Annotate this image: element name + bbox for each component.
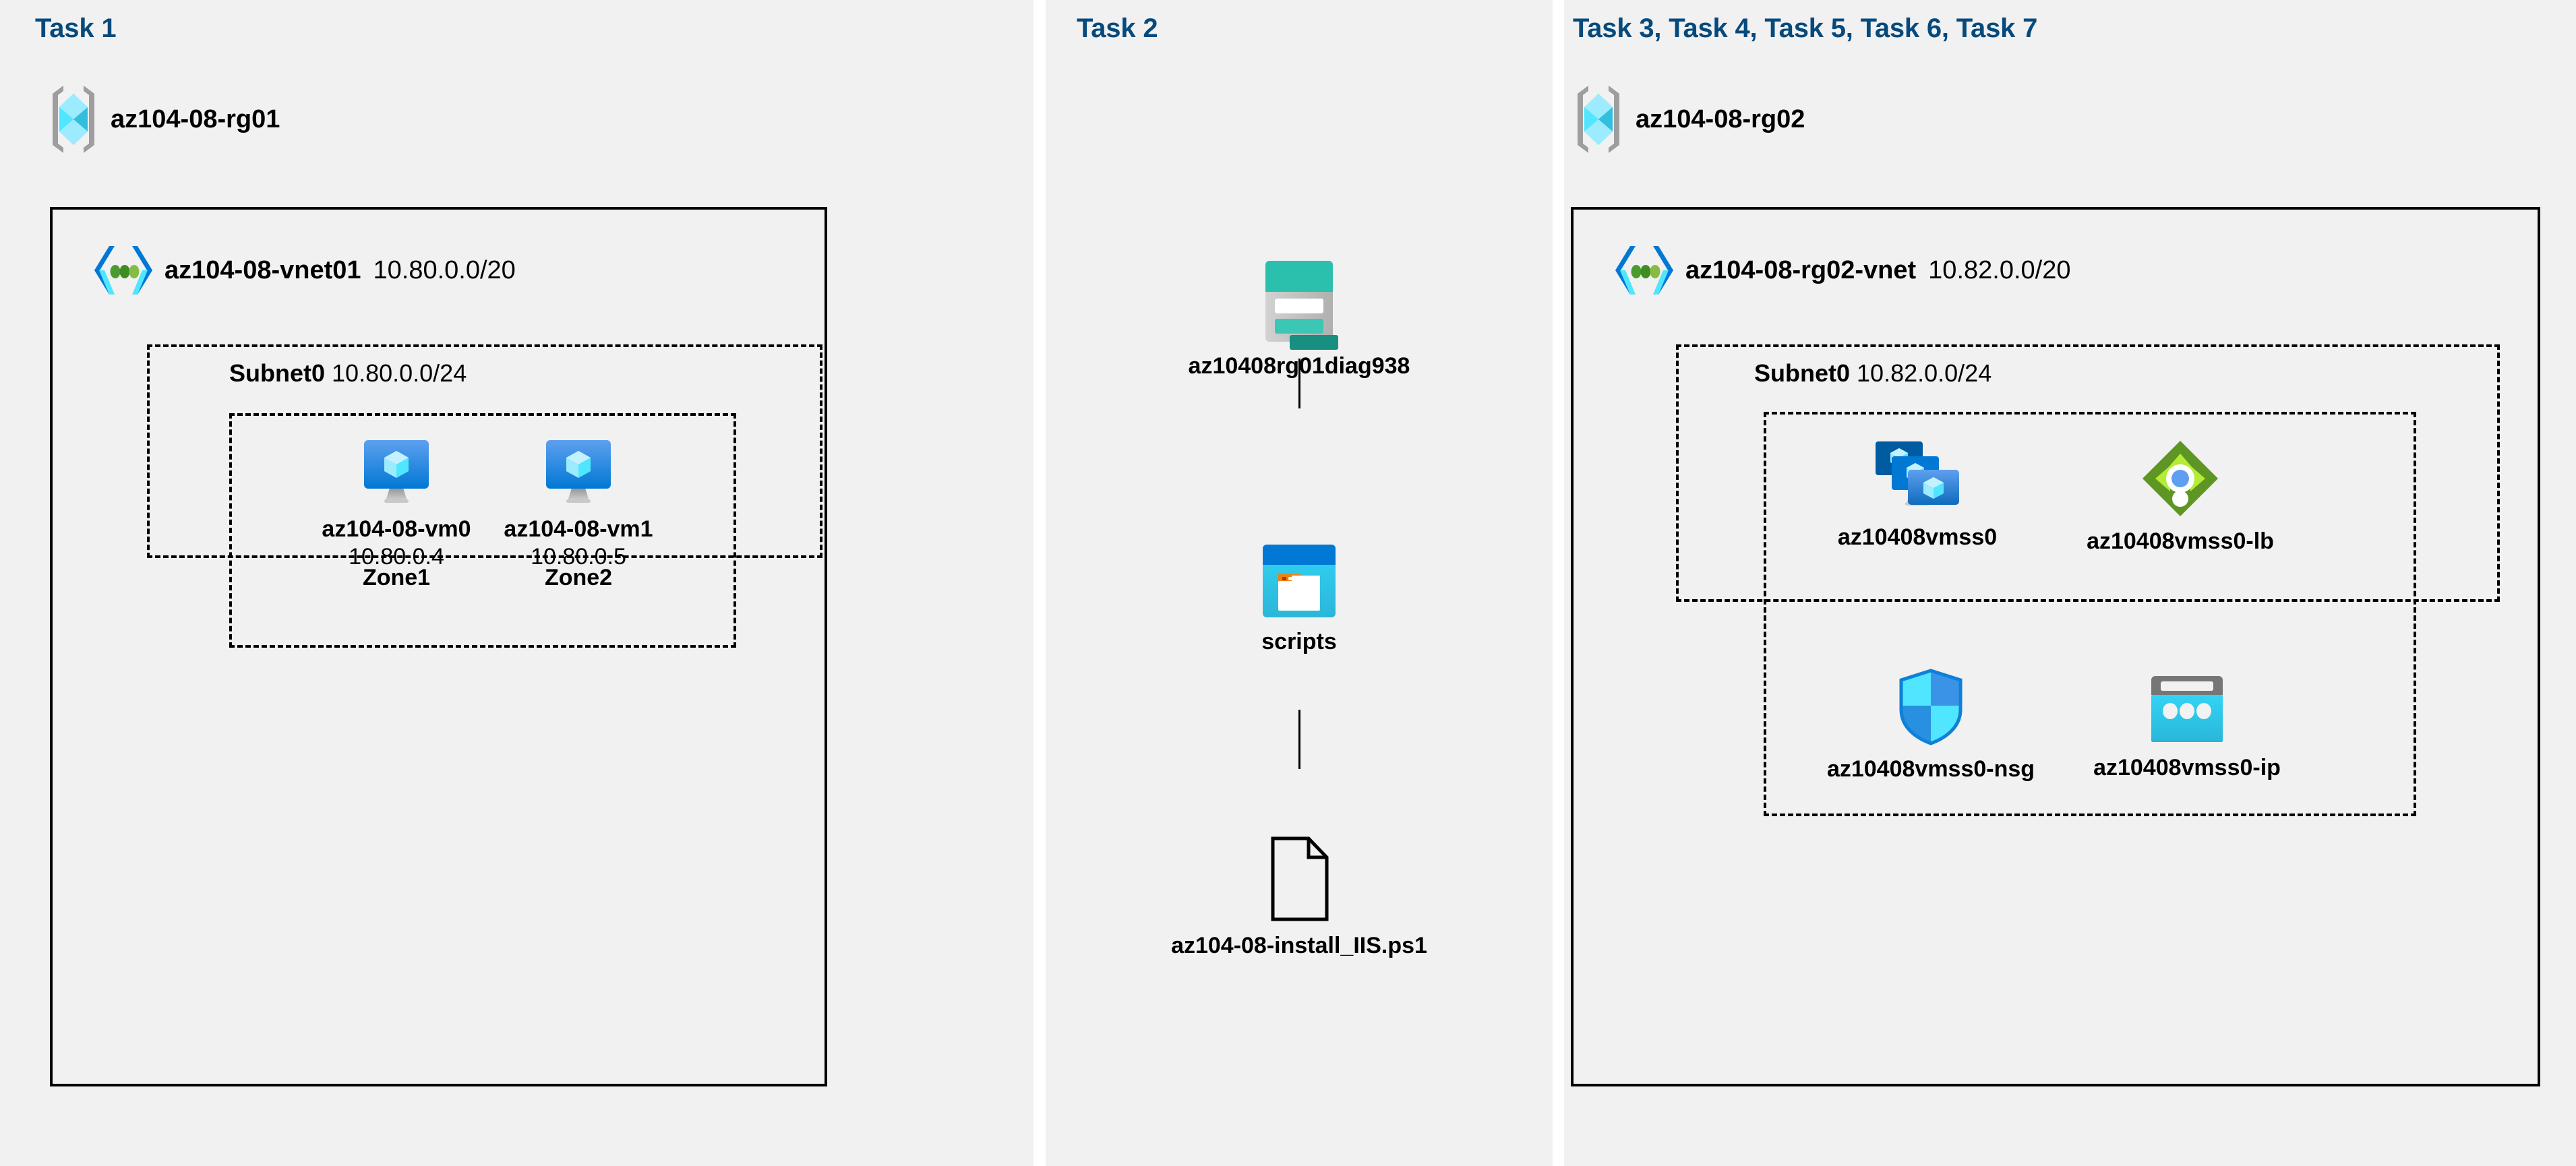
blob-container-label: scripts	[1261, 629, 1337, 654]
virtual-machine-icon	[360, 439, 433, 506]
vm-ip-label: 10.80.0.4	[349, 544, 444, 570]
blob-az104-08-install-iis-ps1[interactable]: az104-08-install_IIS.ps1	[1046, 835, 1553, 959]
vm-name-label: az104-08-vm1	[504, 516, 653, 542]
task-3-to-7-title: Task 3, Task 4, Task 5, Task 6, Task 7	[1573, 13, 2038, 43]
task-2-title: Task 2	[1077, 13, 1158, 43]
task-1-title: Task 1	[35, 13, 117, 43]
vmss-resources-boundary	[1764, 412, 2416, 816]
public-ip-address-az10408vmss0-ip[interactable]: az10408vmss0-ip	[2052, 675, 2322, 781]
vnet-az104-08-vnet01-boundary: az104-08-vnet01 10.80.0.0/20 Subnet0 10.…	[50, 207, 827, 1086]
resource-group-icon	[49, 84, 98, 154]
virtual-network-icon	[1615, 243, 1673, 297]
connector-storage-to-container	[1298, 359, 1300, 408]
subnet-cidr-label: 10.80.0.0/24	[332, 359, 467, 387]
zone-label-vm1: Zone2	[544, 565, 613, 590]
virtual-network-icon	[94, 243, 152, 297]
vnet-header-az104-08-vnet01: az104-08-vnet01 10.80.0.0/20	[94, 243, 516, 297]
public-ip-address-label: az10408vmss0-ip	[2093, 755, 2281, 780]
load-balancer-az10408vmss0-lb[interactable]: az10408vmss0-lb	[2045, 439, 2315, 555]
subnet-name-label: Subnet0	[1754, 359, 1851, 387]
network-security-group-icon	[1898, 668, 1963, 746]
storage-account-icon	[1264, 259, 1334, 343]
vnet-name-label: az104-08-vnet01	[164, 255, 361, 284]
vm-ip-label: 10.80.0.5	[531, 544, 626, 570]
vm-name-label: az104-08-vm0	[322, 516, 471, 542]
subnet0-header-rg01: Subnet0 10.80.0.0/24	[229, 359, 467, 388]
blob-container-scripts[interactable]: scripts	[1046, 543, 1553, 655]
network-security-group-label: az10408vmss0-nsg	[1826, 756, 2035, 782]
vm-scale-set-icon	[1874, 439, 1960, 514]
vm-az104-08-vm0[interactable]: az104-08-vm0 10.80.0.4	[275, 439, 518, 572]
subnet0-boundary-rg02	[1676, 344, 2500, 602]
storage-account-icon-band	[1290, 335, 1338, 350]
vm-scale-set-label: az10408vmss0	[1837, 524, 1998, 550]
vm-az104-08-vm1[interactable]: az104-08-vm1 10.80.0.5	[457, 439, 700, 572]
resource-group-label: az104-08-rg01	[111, 104, 280, 133]
connector-container-to-blob	[1298, 710, 1300, 769]
availability-zones-boundary	[229, 413, 736, 648]
subnet0-boundary-rg01	[147, 344, 822, 558]
vnet-name-label: az104-08-rg02-vnet	[1685, 255, 1917, 284]
resource-group-label: az104-08-rg02	[1636, 104, 1805, 133]
vm-scale-set-az10408vmss0[interactable]: az10408vmss0	[1796, 439, 2039, 551]
vnet-cidr-label: 10.82.0.0/20	[1928, 255, 2071, 284]
zone-label-vm0: Zone1	[362, 565, 431, 590]
virtual-machine-icon	[542, 439, 615, 506]
resource-group-az104-08-rg01: az104-08-rg01	[49, 84, 280, 154]
vnet-az104-08-rg02-vnet-boundary: az104-08-rg02-vnet 10.82.0.0/20 Subnet0 …	[1571, 207, 2540, 1086]
public-ip-address-icon	[2150, 675, 2224, 745]
load-balancer-label: az10408vmss0-lb	[2087, 528, 2274, 554]
vnet-cidr-label: 10.80.0.0/20	[373, 255, 516, 284]
vnet-header-az104-08-rg02-vnet: az104-08-rg02-vnet 10.82.0.0/20	[1615, 243, 2070, 297]
network-security-group-az10408vmss0-nsg[interactable]: az10408vmss0-nsg	[1796, 668, 2066, 783]
blob-container-icon	[1261, 543, 1337, 619]
resource-group-icon	[1574, 84, 1623, 154]
subnet-cidr-label: 10.82.0.0/24	[1857, 359, 1992, 387]
load-balancer-icon	[2140, 439, 2220, 518]
panel-task-3-to-7	[1564, 0, 2576, 1166]
resource-group-az104-08-rg02: az104-08-rg02	[1574, 84, 1805, 154]
panel-task-1	[0, 0, 1034, 1166]
subnet0-header-rg02: Subnet0 10.82.0.0/24	[1754, 359, 1991, 388]
document-icon	[1264, 835, 1334, 923]
subnet-name-label: Subnet0	[229, 359, 326, 387]
blob-file-label: az104-08-install_IIS.ps1	[1171, 933, 1427, 958]
